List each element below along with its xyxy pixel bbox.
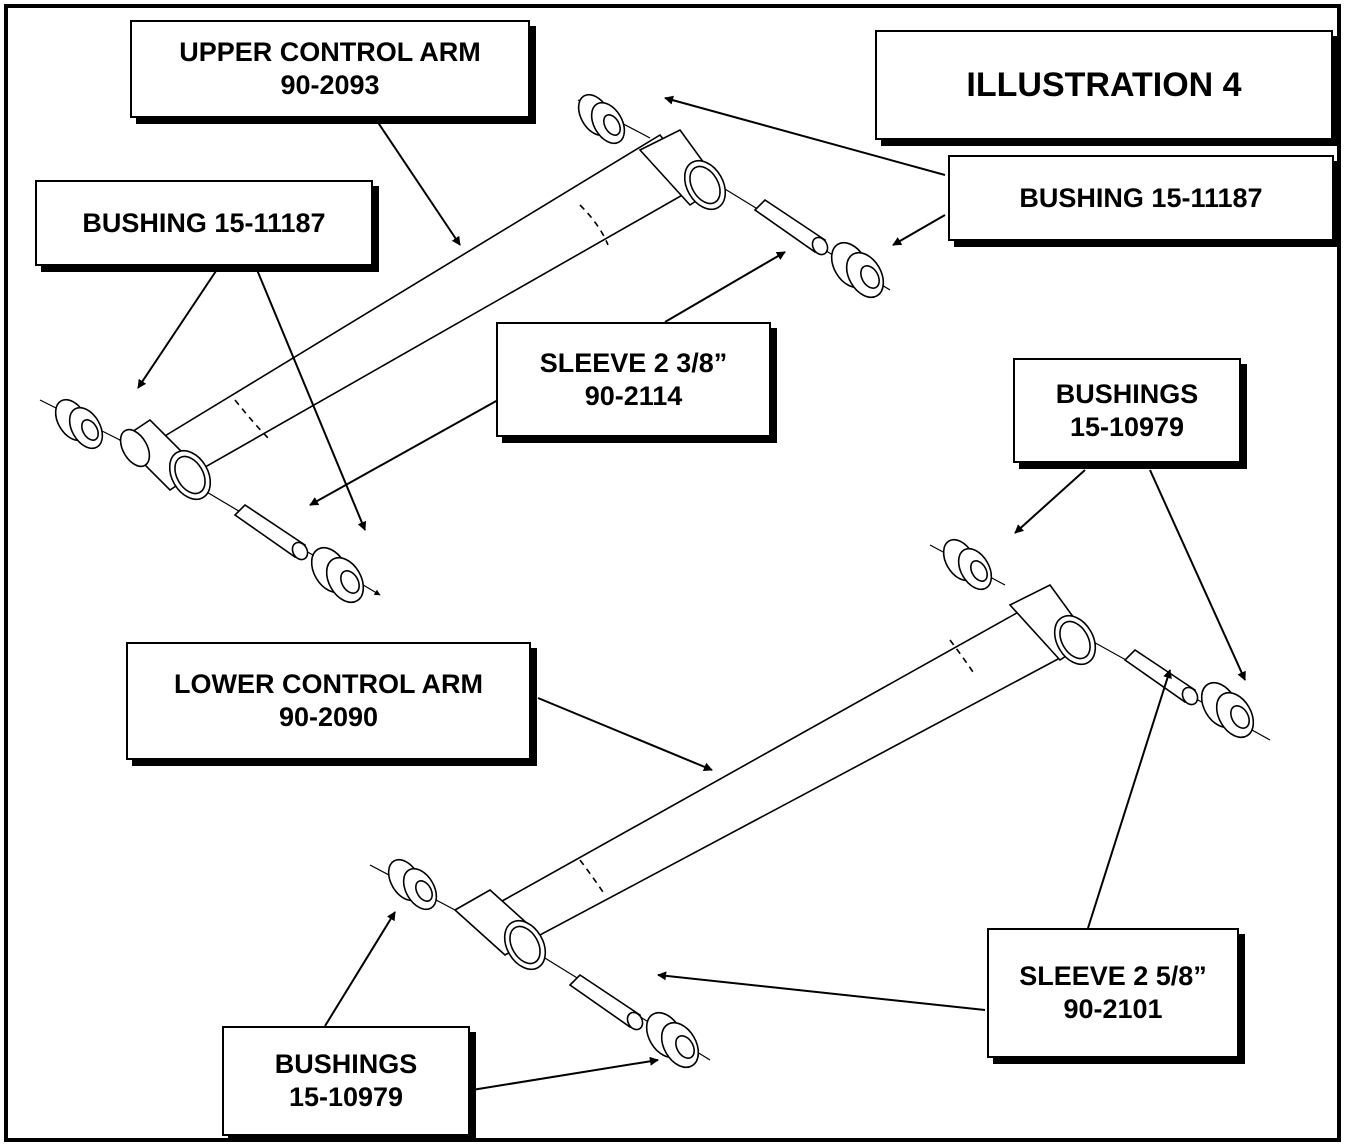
- diagram-border: [4, 4, 1341, 1142]
- sleeve-upper-label: SLEEVE 2 3/8” 90-2114: [496, 322, 771, 437]
- illustration-title: ILLUSTRATION 4: [875, 30, 1333, 140]
- bushings-lower-right-label: BUSHINGS 15-10979: [1013, 358, 1241, 463]
- lower-control-arm-part-number: 90-2090: [278, 702, 379, 732]
- upper-control-arm-label: UPPER CONTROL ARM 90-2093: [130, 20, 530, 118]
- bushings-lower-right-part-number: 15-10979: [1069, 411, 1185, 442]
- bushing-upper-right-label: BUSHING 15-11187: [948, 155, 1334, 241]
- bushing-upper-left-label: BUSHING 15-11187: [35, 180, 373, 266]
- sleeve-lower-label: SLEEVE 2 5/8” 90-2101: [987, 928, 1239, 1058]
- upper-control-arm: [39, 93, 891, 604]
- bushings-lower-left-label: BUSHINGS 15-10979: [222, 1026, 470, 1136]
- bushings-lower-left-part-number: 15-10979: [288, 1082, 404, 1112]
- lower-control-arm-label: LOWER CONTROL ARM 90-2090: [126, 642, 531, 760]
- lower-control-arm: [369, 538, 1271, 1069]
- upper-control-arm-part-number: 90-2093: [280, 70, 380, 100]
- bushings-lower-left-line1: BUSHINGS: [274, 1049, 418, 1079]
- bushings-lower-right-line1: BUSHINGS: [1055, 378, 1199, 409]
- upper-control-arm-label-line1: UPPER CONTROL ARM: [179, 37, 481, 67]
- sleeve-upper-part-number: 90-2114: [584, 380, 683, 411]
- sleeve-lower-part-number: 90-2101: [1063, 994, 1163, 1024]
- sleeve-lower-label-line1: SLEEVE 2 5/8”: [1019, 961, 1207, 991]
- sleeve-upper-label-line1: SLEEVE 2 3/8”: [539, 347, 728, 378]
- bushing-upper-left-text: BUSHING 15-11187: [82, 207, 326, 238]
- lower-control-arm-label-line1: LOWER CONTROL ARM: [174, 669, 483, 699]
- bushing-upper-right-text: BUSHING 15-11187: [1019, 182, 1263, 213]
- leader-arrows: [137, 95, 1246, 1091]
- illustration-title-text: ILLUSTRATION 4: [966, 65, 1242, 104]
